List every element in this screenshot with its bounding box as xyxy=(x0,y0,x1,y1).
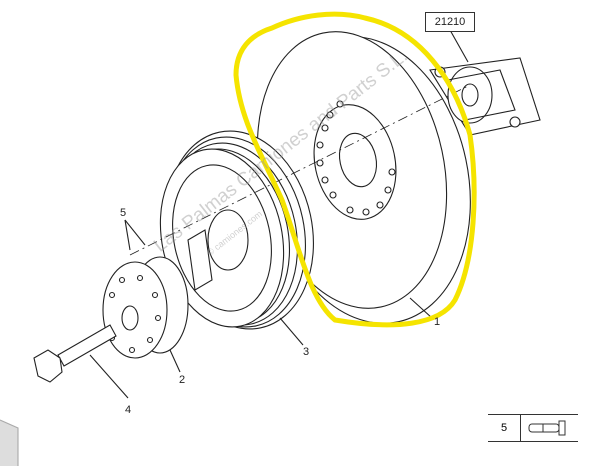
callout-4: 4 xyxy=(125,404,132,416)
callout-2: 2 xyxy=(179,374,186,386)
highlight-outline xyxy=(233,11,477,328)
legend-number: 5 xyxy=(488,415,521,441)
bolt-part xyxy=(33,324,117,383)
bolt-icon xyxy=(521,415,578,441)
pulley-part xyxy=(159,130,314,330)
hub-part xyxy=(102,256,189,359)
callout-5: 5 xyxy=(120,207,127,219)
callout-1: 1 xyxy=(434,316,441,328)
reference-box: 21210 xyxy=(425,12,475,32)
callout-3: 3 xyxy=(303,346,310,358)
legend-box: 5 xyxy=(488,414,578,442)
